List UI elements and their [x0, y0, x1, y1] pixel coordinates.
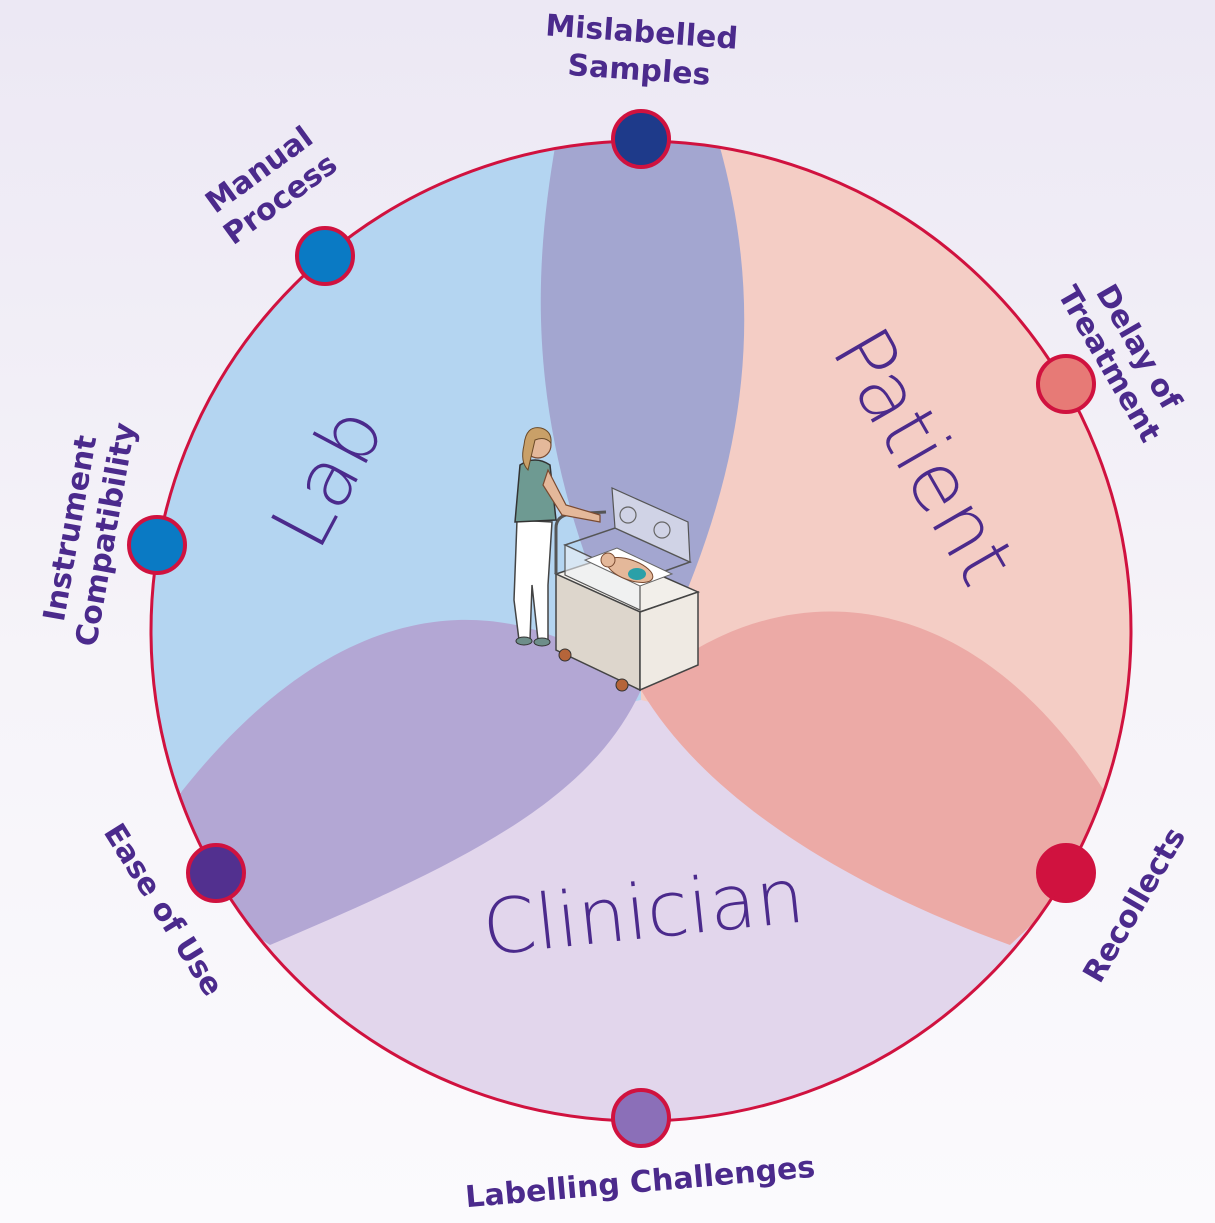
- mislabelled-samples-marker[interactable]: [611, 109, 671, 169]
- manual-process-marker[interactable]: [295, 226, 355, 286]
- recollects-label: Recollects: [1076, 822, 1193, 989]
- lab-clinician-overlap: [175, 619, 641, 945]
- labelling-challenges-node[interactable]: Labelling Challenges: [464, 1088, 817, 1215]
- lab-patient-overlap: [540, 141, 745, 690]
- labelling-challenges-marker[interactable]: [611, 1088, 671, 1148]
- manual-process-node[interactable]: Manual Process: [196, 118, 355, 286]
- labelling-challenges-label: Labelling Challenges: [464, 1150, 817, 1215]
- ease-of-use-node[interactable]: Ease of Use: [96, 818, 246, 1003]
- mislabelled-samples-node[interactable]: Mislabelled Samples: [542, 8, 739, 169]
- recollects-marker[interactable]: [1036, 843, 1096, 903]
- instrument-compatibility-marker[interactable]: [127, 515, 187, 575]
- patient-clinician-overlap: [641, 611, 1110, 945]
- delay-of-treatment-marker[interactable]: [1036, 354, 1096, 414]
- recollects-node[interactable]: Recollects: [1036, 822, 1193, 989]
- nurse-with-incubator-illustration: [513, 427, 701, 692]
- mislabelled-samples-label-line2: Samples: [566, 48, 711, 93]
- ease-of-use-marker[interactable]: [186, 843, 246, 903]
